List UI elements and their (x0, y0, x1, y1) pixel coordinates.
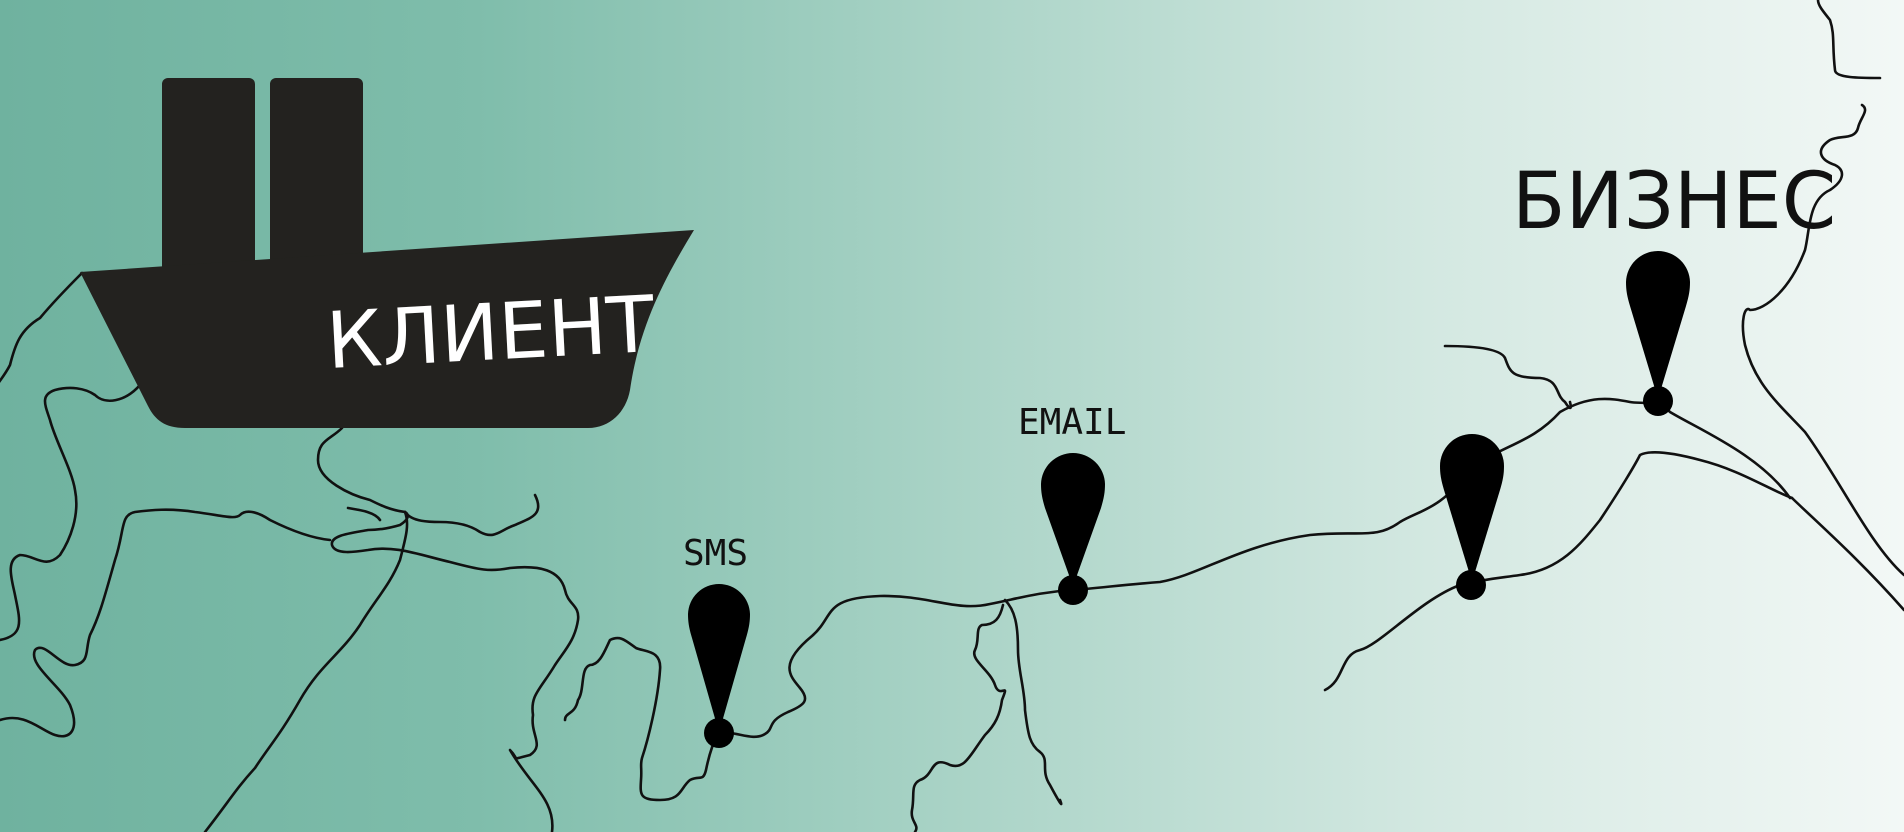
river-branch (1790, 496, 1904, 612)
email-label: EMAIL (1018, 402, 1126, 443)
river-branch (1816, 0, 1882, 80)
river-branch (203, 510, 409, 832)
river-branch (1741, 103, 1904, 577)
river-branch (346, 506, 382, 522)
river-branch (403, 493, 540, 537)
client-label: КЛИЕНТ (324, 280, 657, 387)
river-branch (563, 636, 720, 802)
river-branch (1443, 344, 1573, 410)
ship-hull (80, 230, 694, 428)
river-branch (1003, 598, 1063, 806)
ship-funnel (270, 78, 363, 278)
main-route-line (716, 397, 1792, 739)
river-branch (0, 508, 332, 738)
river-branch (1323, 450, 1794, 692)
map-pin-icon (1440, 434, 1504, 600)
map-pin-icon (1626, 251, 1690, 416)
river-branch (0, 271, 84, 383)
map-pin-icon (688, 584, 750, 748)
river-branch (316, 426, 580, 832)
river-branch (910, 603, 1007, 832)
business-label: БИЗНЕС (1512, 157, 1836, 247)
ship-icon (80, 78, 694, 428)
sms-label: SMS (683, 533, 748, 574)
map-pin-icon (1041, 453, 1105, 605)
river-branch (0, 383, 142, 642)
ship-funnel (162, 78, 255, 278)
